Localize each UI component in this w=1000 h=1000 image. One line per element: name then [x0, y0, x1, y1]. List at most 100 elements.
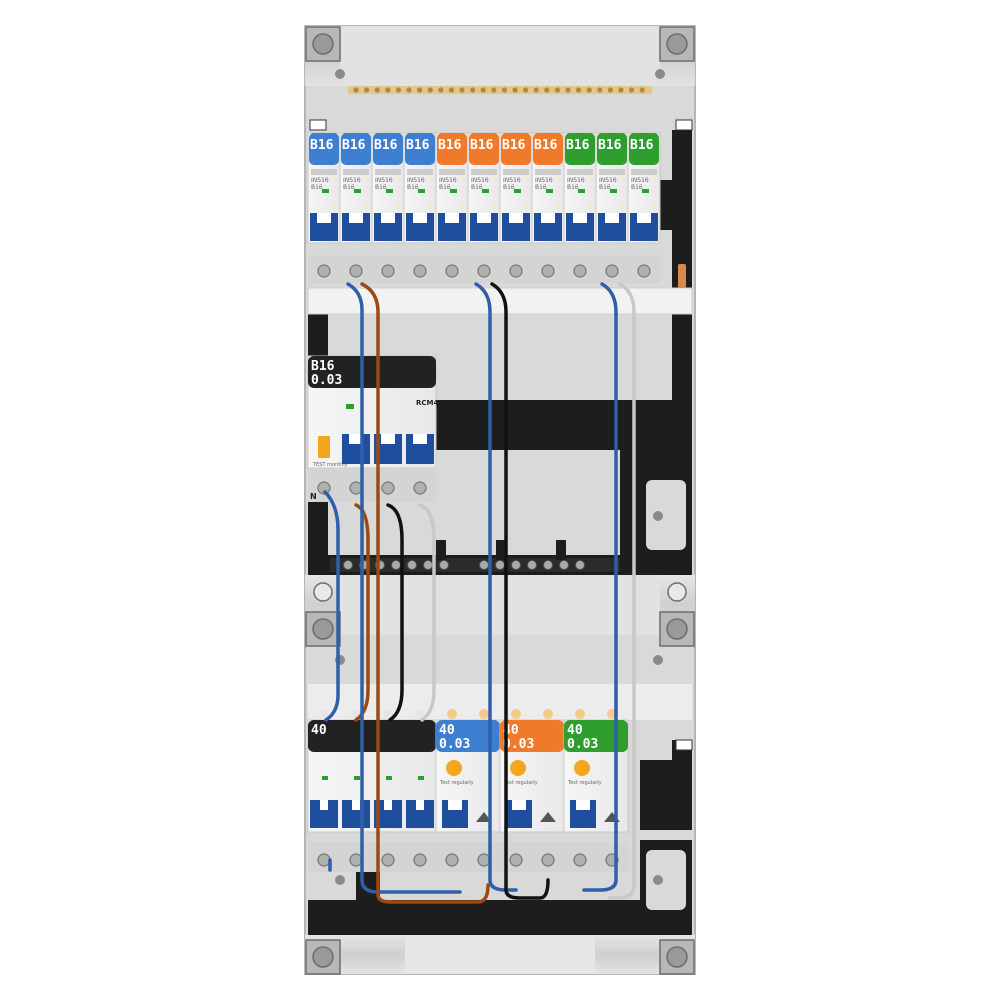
- terminal-screw: [317, 264, 331, 278]
- breaker-model-text: INS16: [503, 177, 521, 184]
- breaker-rating-text: B16: [407, 184, 419, 191]
- busbar-terminal: [511, 709, 521, 719]
- breaker-model-text: INS16: [407, 177, 425, 184]
- main-isolator[interactable]: 40: [307, 709, 437, 872]
- rcbo-test-text: TEST monthly: [312, 462, 348, 468]
- breaker-rating-text: B16: [599, 184, 611, 191]
- rcd-test-text: Test regularly: [439, 780, 474, 786]
- breaker-model-text: INS16: [567, 177, 585, 184]
- breaker-label: B16: [470, 138, 494, 153]
- breaker-rating-text: B16: [535, 184, 547, 191]
- terminal-screw: [573, 853, 587, 867]
- module-label-rating: 40: [439, 723, 455, 738]
- terminal-screw: [381, 264, 395, 278]
- terminal-screw: [445, 853, 459, 867]
- status-indicator: [482, 189, 489, 193]
- breaker-label: B16: [598, 138, 622, 153]
- status-indicator: [418, 189, 425, 193]
- busbar-terminal: [319, 709, 329, 719]
- module-label-sensitivity: 0.03: [503, 737, 534, 752]
- terminal-screw: [381, 853, 395, 867]
- breaker-rating-text: B16: [439, 184, 451, 191]
- terminal-screw: [413, 264, 427, 278]
- breaker-label: B16: [406, 138, 430, 153]
- test-button[interactable]: [446, 760, 462, 776]
- breaker-model-text: INS16: [375, 177, 393, 184]
- status-indicator: [578, 189, 585, 193]
- terminal-screw: [413, 481, 427, 495]
- terminal-screw: [445, 264, 459, 278]
- wire-blue-top-2: [474, 282, 518, 892]
- rcd-test-text: Test regularly: [567, 780, 602, 786]
- status-indicator: [610, 189, 617, 193]
- busbar-terminal: [479, 709, 489, 719]
- breaker-label: B16: [566, 138, 590, 153]
- rcbo-label-sensitivity: 0.03: [311, 373, 342, 388]
- breaker-label: B16: [502, 138, 526, 153]
- status-indicator: [450, 189, 457, 193]
- terminal-screw: [317, 481, 331, 495]
- terminal-screw: [349, 264, 363, 278]
- test-button[interactable]: [510, 760, 526, 776]
- breaker-label: B16: [342, 138, 366, 153]
- test-button[interactable]: [318, 436, 330, 458]
- terminal-screw: [573, 264, 587, 278]
- busbar-terminal: [383, 709, 393, 719]
- terminal-screw: [413, 853, 427, 867]
- test-button[interactable]: [574, 760, 590, 776]
- module-label-rating: 40: [311, 723, 327, 738]
- wire-blue-top-3: [582, 282, 618, 892]
- breaker-label: B16: [374, 138, 398, 153]
- breaker-label: B16: [534, 138, 558, 153]
- breaker-rating-text: B16: [503, 184, 515, 191]
- terminal-screw: [381, 481, 395, 495]
- breaker-label: B16: [310, 138, 334, 153]
- wire-black-top: [490, 282, 550, 900]
- breaker-model-text: INS16: [311, 177, 329, 184]
- terminal-screw: [509, 853, 523, 867]
- breaker-rating-text: B16: [375, 184, 387, 191]
- terminal-screw: [477, 264, 491, 278]
- rcd-test-text: Test regularly: [503, 780, 538, 786]
- module-label-sensitivity: 0.03: [567, 737, 598, 752]
- terminal-screw: [349, 481, 363, 495]
- rcbo-model-text: RCM4: [416, 399, 438, 407]
- breaker-model-text: INS16: [631, 177, 649, 184]
- breaker-rating-text: B16: [631, 184, 643, 191]
- wire-brown-top: [360, 282, 490, 904]
- wire-grey-rcbo: [418, 503, 436, 722]
- terminal-screw: [477, 853, 491, 867]
- breaker-rating-text: B16: [567, 184, 579, 191]
- top-breaker-row: B16INS16B16B16INS16B16B16INS16B16B16INS1…: [307, 132, 693, 315]
- status-indicator: [354, 189, 361, 193]
- terminal-screw: [541, 853, 555, 867]
- wire-blue-top-1: [346, 282, 462, 894]
- breaker-rating-text: B16: [471, 184, 483, 191]
- rcbo-label-rating: B16: [311, 359, 335, 374]
- wiring: [323, 282, 636, 904]
- busbar-terminal: [543, 709, 553, 719]
- breaker-rating-text: B16: [311, 184, 323, 191]
- busbar-terminal: [415, 709, 425, 719]
- terminal-screw: [605, 264, 619, 278]
- terminal-screw: [349, 853, 363, 867]
- status-indicator: [546, 189, 553, 193]
- neutral-marker: N: [310, 492, 317, 501]
- status-indicator: [322, 189, 329, 193]
